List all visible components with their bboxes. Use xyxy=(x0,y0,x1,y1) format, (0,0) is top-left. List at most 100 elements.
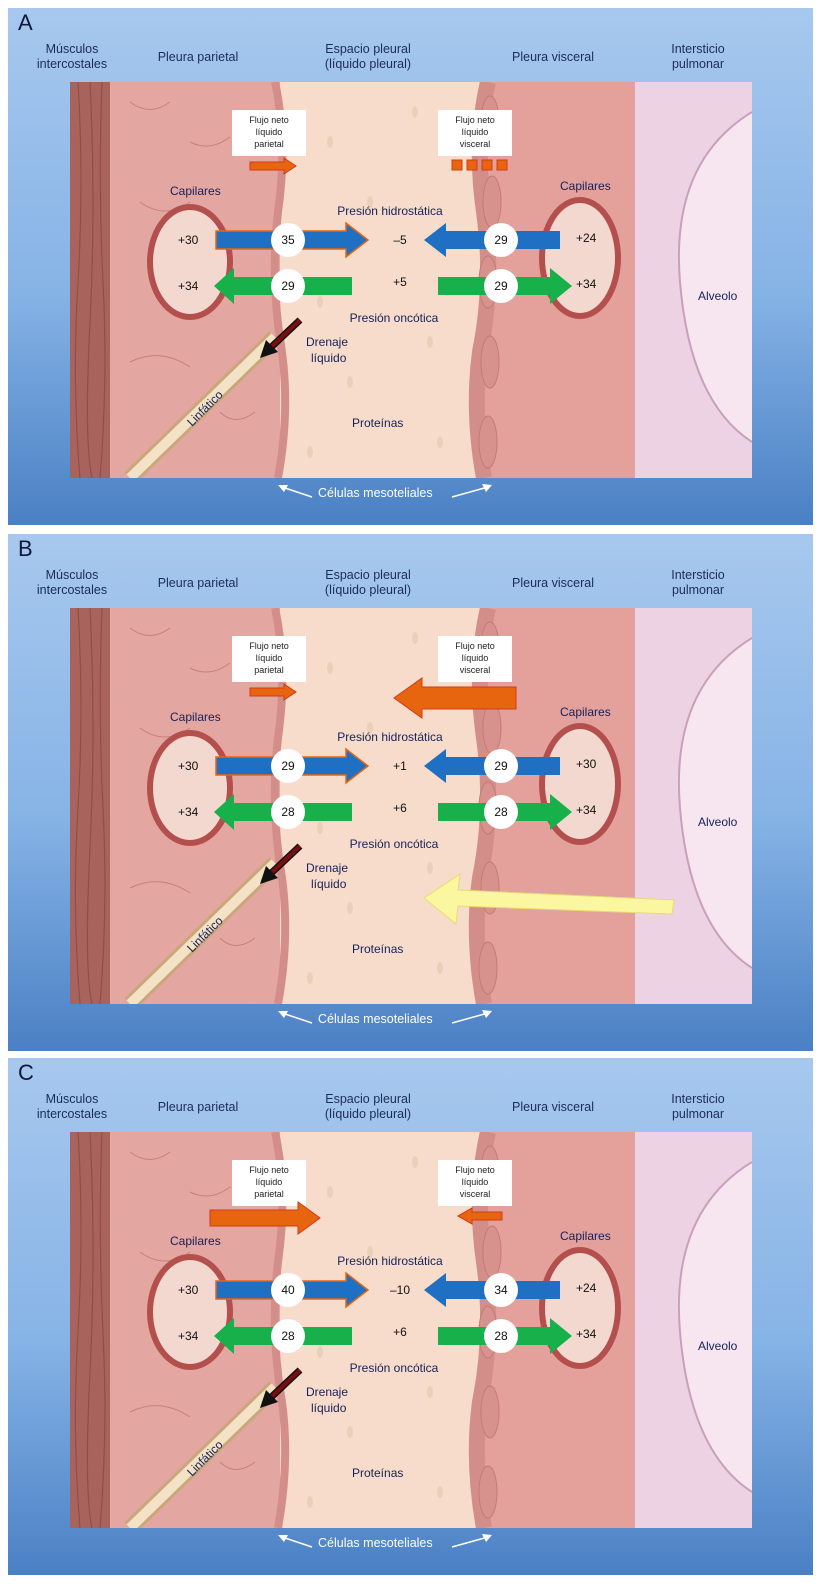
visceral-capillaries-label: Capilares xyxy=(560,1229,611,1243)
right-oncotic-value: +34 xyxy=(576,1327,597,1341)
visceral-netflow-dash xyxy=(482,160,492,170)
hydrostatic-pressure-label: Presión hidrostática xyxy=(337,1254,443,1268)
left-oncotic-value: +34 xyxy=(178,805,199,819)
panel-b: B Músculos intercostales Pleura parietal… xyxy=(8,534,813,1051)
visceral-netflow-dash xyxy=(497,160,507,170)
proteins-label: Proteínas xyxy=(352,1466,403,1480)
header-espacio-pleural: Espacio pleural (líquido pleural) xyxy=(303,568,433,598)
left-hydrostatic-value: +30 xyxy=(178,1283,199,1297)
parietal-capillaries-label: Capilares xyxy=(170,1234,221,1248)
svg-text:líquido: líquido xyxy=(462,653,489,663)
parietal-netflow-box: Flujo neto líquido parietal xyxy=(232,636,306,682)
svg-text:líquido: líquido xyxy=(256,653,283,663)
visceral-netflow-box: Flujo neto líquido visceral xyxy=(438,636,512,682)
header-pleura-parietal: Pleura parietal xyxy=(138,576,258,591)
proteins-label: Proteínas xyxy=(352,942,403,956)
mesothelial-cells-label: Células mesoteliales xyxy=(318,1012,433,1026)
proteins-label: Proteínas xyxy=(352,416,403,430)
parietal-capillaries-label: Capilares xyxy=(170,184,221,198)
svg-text:parietal: parietal xyxy=(254,1189,284,1199)
space-hydrostatic-value: –10 xyxy=(390,1283,410,1297)
left-oncotic-value: +34 xyxy=(178,279,199,293)
drainage-label-1: Drenaje xyxy=(306,1385,348,1399)
visceral-oncotic-value: 29 xyxy=(494,279,508,293)
visceral-netflow-dash xyxy=(452,160,462,170)
parietal-netflow-box: Flujo neto líquido parietal xyxy=(232,1160,306,1206)
hydrostatic-pressure-label: Presión hidrostática xyxy=(337,730,443,744)
space-oncotic-value: +6 xyxy=(393,801,407,815)
visceral-oncotic-value: 28 xyxy=(494,1329,508,1343)
panel-letter: C xyxy=(18,1060,34,1086)
parietal-capillary xyxy=(150,733,230,843)
visceral-netflow-box: Flujo neto líquido visceral xyxy=(438,1160,512,1206)
oncotic-pressure-label: Presión oncótica xyxy=(350,1361,439,1375)
visceral-hydrostatic-value: 29 xyxy=(494,759,508,773)
space-hydrostatic-value: +1 xyxy=(393,759,407,773)
left-hydrostatic-value: +30 xyxy=(178,233,199,247)
visceral-capillaries-label: Capilares xyxy=(560,705,611,719)
pleura-diagram: Linfático Flujo neto líquido parietal Fl… xyxy=(70,608,752,1004)
header-musculos-intercostales: Músculos intercostales xyxy=(22,568,122,598)
header-espacio-pleural: Espacio pleural (líquido pleural) xyxy=(303,42,433,72)
pleura-diagram: Linfático Flujo neto líquido parietal Fl… xyxy=(70,82,752,478)
mesothelial-cells-label: Células mesoteliales xyxy=(318,1536,433,1550)
drainage-label-2: líquido xyxy=(311,877,347,891)
header-intersticio-pulmonar: Intersticio pulmonar xyxy=(648,568,748,598)
svg-text:Flujo neto: Flujo neto xyxy=(455,1165,495,1175)
panel-c: C Músculos intercostales Pleura parietal… xyxy=(8,1058,813,1575)
panel-letter: A xyxy=(18,10,33,36)
header-musculos-intercostales: Músculos intercostales xyxy=(22,42,122,72)
header-intersticio-pulmonar: Intersticio pulmonar xyxy=(648,42,748,72)
space-oncotic-value: +5 xyxy=(393,275,407,289)
svg-text:líquido: líquido xyxy=(462,1177,489,1187)
svg-text:visceral: visceral xyxy=(460,1189,491,1199)
header-pleura-parietal: Pleura parietal xyxy=(138,50,258,65)
visceral-capillaries-label: Capilares xyxy=(560,179,611,193)
panel-a: A Músculos intercostales Pleura parietal… xyxy=(8,8,813,525)
space-oncotic-value: +6 xyxy=(393,1325,407,1339)
parietal-netflow-box: Flujo neto líquido parietal xyxy=(232,110,306,156)
svg-text:visceral: visceral xyxy=(460,665,491,675)
hydrostatic-pressure-label: Presión hidrostática xyxy=(337,204,443,218)
alveolus-label: Alveolo xyxy=(698,289,738,303)
svg-text:Flujo neto: Flujo neto xyxy=(249,1165,289,1175)
header-pleura-visceral: Pleura visceral xyxy=(493,50,613,65)
panel-letter: B xyxy=(18,536,33,562)
svg-text:parietal: parietal xyxy=(254,665,284,675)
parietal-hydrostatic-value: 40 xyxy=(281,1283,295,1297)
drainage-label-2: líquido xyxy=(311,1401,347,1415)
svg-text:parietal: parietal xyxy=(254,139,284,149)
mesothelial-cells-label: Células mesoteliales xyxy=(318,486,433,500)
right-hydrostatic-value: +24 xyxy=(576,231,597,245)
header-musculos-intercostales: Músculos intercostales xyxy=(22,1092,122,1122)
parietal-capillaries-label: Capilares xyxy=(170,710,221,724)
header-intersticio-pulmonar: Intersticio pulmonar xyxy=(648,1092,748,1122)
visceral-netflow-dash xyxy=(467,160,477,170)
alveolus-label: Alveolo xyxy=(698,1339,738,1353)
right-hydrostatic-value: +30 xyxy=(576,757,597,771)
svg-text:Flujo neto: Flujo neto xyxy=(249,641,289,651)
right-oncotic-value: +34 xyxy=(576,277,597,291)
header-espacio-pleural: Espacio pleural (líquido pleural) xyxy=(303,1092,433,1122)
right-oncotic-value: +34 xyxy=(576,803,597,817)
svg-text:Flujo neto: Flujo neto xyxy=(249,115,289,125)
parietal-capillary xyxy=(150,1257,230,1367)
parietal-hydrostatic-value: 29 xyxy=(281,759,295,773)
svg-text:líquido: líquido xyxy=(256,127,283,137)
header-pleura-parietal: Pleura parietal xyxy=(138,1100,258,1115)
space-hydrostatic-value: –5 xyxy=(393,233,407,247)
header-pleura-visceral: Pleura visceral xyxy=(493,1100,613,1115)
pleura-diagram: Linfático Flujo neto líquido parietal Fl… xyxy=(70,1132,752,1528)
svg-text:líquido: líquido xyxy=(256,1177,283,1187)
parietal-oncotic-value: 29 xyxy=(281,279,295,293)
svg-text:visceral: visceral xyxy=(460,139,491,149)
parietal-hydrostatic-value: 35 xyxy=(281,233,295,247)
left-oncotic-value: +34 xyxy=(178,1329,199,1343)
svg-text:Flujo neto: Flujo neto xyxy=(455,641,495,651)
drainage-label-2: líquido xyxy=(311,351,347,365)
oncotic-pressure-label: Presión oncótica xyxy=(350,837,439,851)
svg-text:líquido: líquido xyxy=(462,127,489,137)
drainage-label-1: Drenaje xyxy=(306,335,348,349)
header-pleura-visceral: Pleura visceral xyxy=(493,576,613,591)
left-hydrostatic-value: +30 xyxy=(178,759,199,773)
